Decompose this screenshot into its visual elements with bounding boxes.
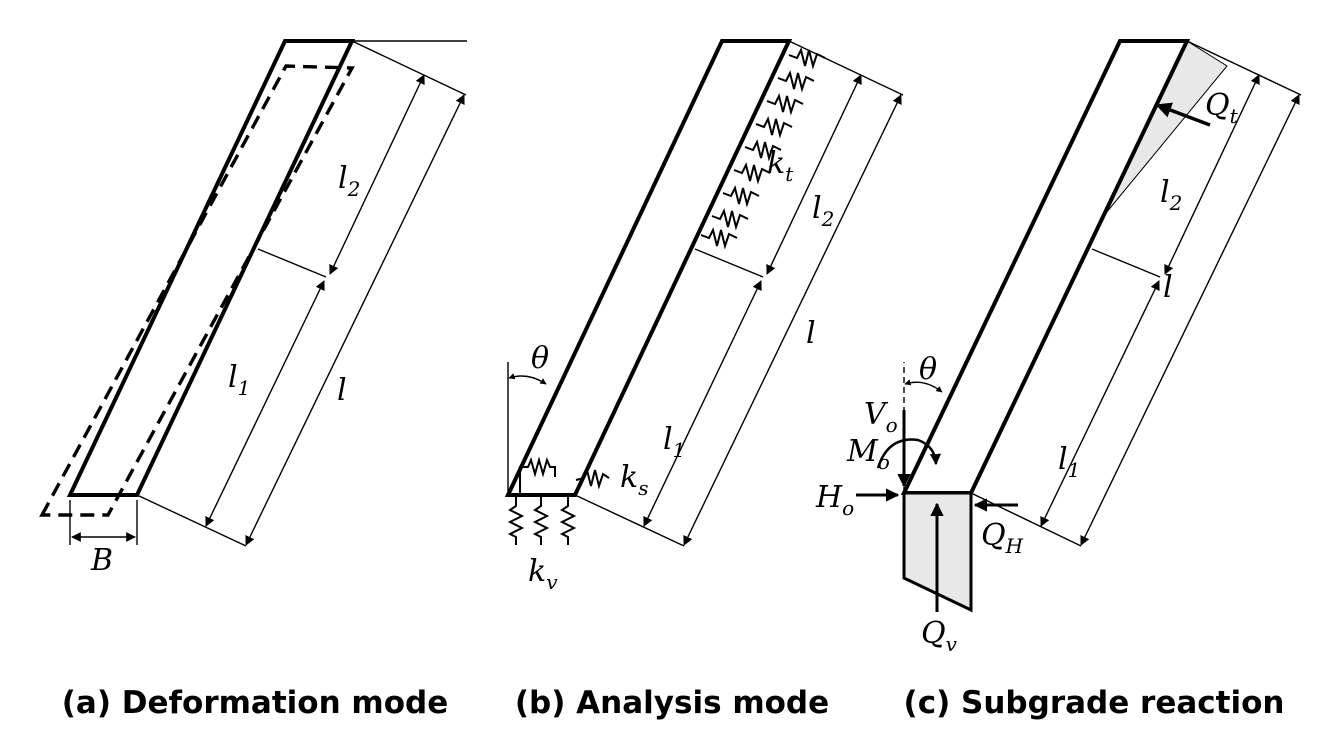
spring-kv	[507, 497, 525, 545]
wall-outline	[66, 39, 356, 497]
label-vo: Vo	[864, 397, 898, 437]
caption-c: (c) Subgrade reaction	[904, 685, 1285, 721]
dimension-l	[1080, 94, 1300, 546]
spring-kv	[559, 497, 577, 545]
spring-kv	[532, 497, 550, 545]
theta-arc	[508, 373, 547, 385]
wall-outline	[900, 39, 1191, 495]
label-ks: ks	[620, 460, 648, 500]
label-l: l	[1163, 270, 1173, 305]
label-l1: l1	[1058, 442, 1080, 482]
spring-kt	[700, 227, 738, 250]
spring-kt	[766, 93, 804, 116]
spring-kt	[711, 208, 749, 231]
label-l2: l2	[812, 191, 834, 231]
wall-outline	[504, 39, 793, 497]
dimension-l1	[643, 280, 762, 527]
label-l: l	[806, 316, 816, 351]
caption-b: (b) Analysis mode	[515, 685, 829, 721]
label-qt: Qt	[1205, 88, 1239, 128]
label-l2: l2	[1160, 175, 1182, 215]
label-l1: l1	[228, 360, 250, 400]
extension-line-bottom	[136, 494, 247, 547]
label-qv: Qv	[921, 616, 958, 656]
panel-b: θ kt l2 l l1 ks kv	[504, 39, 904, 594]
label-kv: kv	[528, 554, 558, 594]
label-theta: θ	[919, 352, 937, 387]
moment-mo-arc	[876, 438, 942, 469]
extension-line-bottom	[574, 494, 685, 547]
theta-arc	[904, 379, 943, 393]
spring-kt	[722, 185, 760, 208]
label-b: B	[90, 543, 113, 578]
spring-kt	[777, 70, 815, 93]
label-ho: Ho	[815, 480, 854, 520]
label-l2: l2	[338, 161, 360, 201]
extension-line-top	[351, 40, 467, 96]
panel-c: Qt l2 l θ Vo Mo Ho l1 QH Qv	[815, 39, 1302, 656]
dimension-l1	[205, 280, 325, 527]
label-l: l	[337, 373, 347, 408]
dimension-l	[245, 94, 465, 546]
extension-line-mid	[257, 248, 327, 278]
label-theta: θ	[531, 341, 549, 376]
extension-line-mid	[694, 248, 764, 278]
caption-a: (a) Deformation mode	[62, 685, 449, 721]
dimension-l1	[1040, 280, 1160, 527]
spring-kt	[755, 116, 793, 139]
spring-kt-group	[700, 47, 826, 250]
label-kt: kt	[767, 146, 794, 186]
label-mo: Mo	[846, 434, 890, 474]
spring-ks	[575, 466, 610, 490]
spring-ks	[519, 456, 556, 495]
panel-a: l2 l l1 B	[39, 39, 467, 578]
extension-line-bottom	[970, 492, 1082, 547]
extension-line-top	[788, 40, 904, 96]
spring-kt	[733, 162, 771, 185]
label-l1: l1	[663, 422, 685, 462]
deformed-wall-outline	[39, 64, 355, 517]
label-qh: QH	[981, 518, 1024, 558]
extension-line-mid	[1091, 248, 1161, 278]
force-qt-arrow	[1155, 102, 1211, 127]
extension-line-top	[1186, 40, 1302, 96]
spring-kt	[788, 47, 826, 70]
